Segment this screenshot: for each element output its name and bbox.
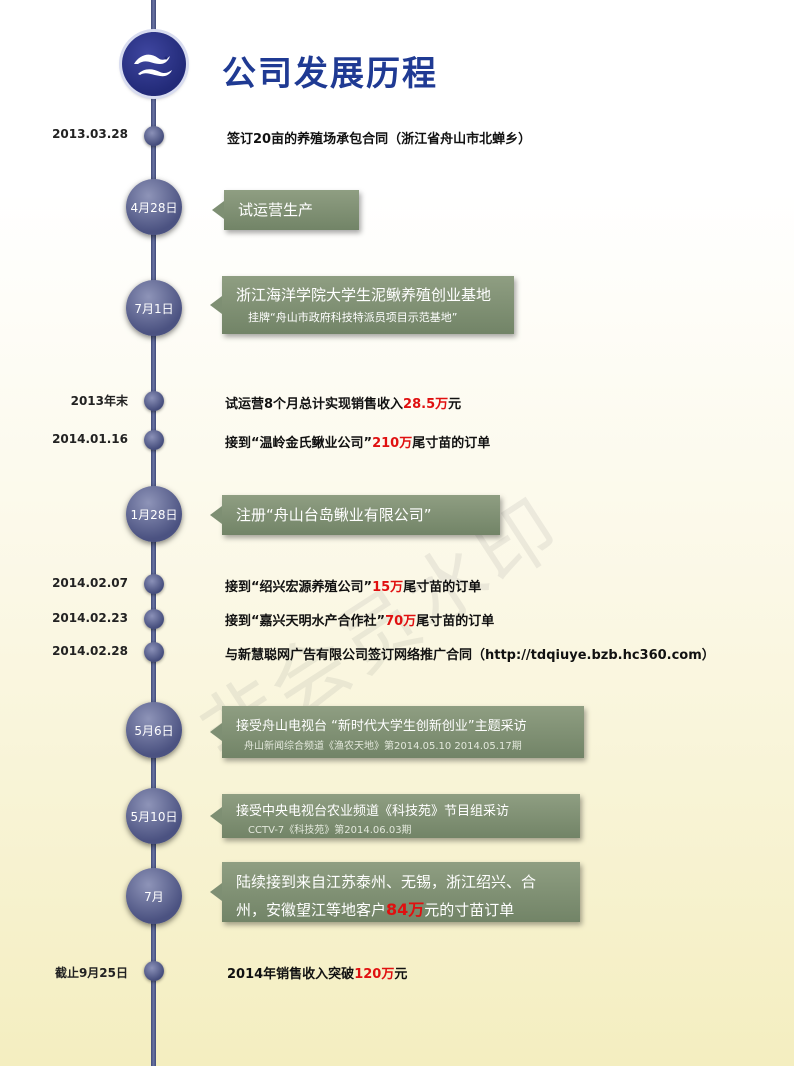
timeline-dot (144, 430, 164, 450)
timeline-dot (144, 642, 164, 662)
milestone-subtext: CCTV-7《科技苑》第2014.06.03期 (248, 825, 412, 836)
milestone-text-line2: 州，安徽望江等地客户84万元的寸苗订单 (236, 900, 515, 919)
event-text: 签订20亩的养殖场承包合同（浙江省舟山市北蝉乡） (227, 132, 532, 147)
milestone-text: 试运营生产 (238, 201, 314, 219)
date-label: 2013.03.28 (52, 127, 128, 141)
timeline-dot (144, 609, 164, 629)
event-text: 2014年销售收入突破120万元 (227, 967, 408, 982)
date-label: 截止9月25日 (54, 966, 128, 980)
timeline-milestone: 5月6日 (126, 702, 182, 758)
milestone-text: 陆续接到来自江苏泰州、无锡，浙江绍兴、合 (236, 873, 537, 891)
event-text: 接到“绍兴宏源养殖公司”15万尾寸苗的订单 (225, 580, 482, 595)
event-text: 接到“嘉兴天明水产合作社”70万尾寸苗的订单 (225, 614, 495, 629)
milestone-box: 注册“舟山台岛鳅业有限公司” (210, 495, 500, 535)
milestone-box: 陆续接到来自江苏泰州、无锡，浙江绍兴、合 州，安徽望江等地客户84万元的寸苗订单 (210, 862, 580, 922)
milestone-box: 试运营生产 (212, 190, 359, 230)
timeline-milestone: 5月10日 (126, 788, 182, 844)
date-label: 2014.01.16 (52, 432, 128, 446)
timeline-milestone: 1月28日 (126, 486, 182, 542)
timeline-dot (144, 961, 164, 981)
fish-logo-icon (122, 32, 186, 96)
milestone-box: 浙江海洋学院大学生泥鳅养殖创业基地 挂牌“舟山市政府科技特派员项目示范基地” (210, 276, 514, 334)
timeline-dot (144, 126, 164, 146)
timeline-milestone: 7月 (126, 868, 182, 924)
timeline-milestone: 7月1日 (126, 280, 182, 336)
milestone-text: 接受舟山电视台 “新时代大学生创新创业”主题采访 (236, 719, 527, 734)
milestone-text: 注册“舟山台岛鳅业有限公司” (236, 506, 432, 524)
milestone-text: 接受中央电视台农业频道《科技苑》节目组采访 (236, 804, 510, 819)
milestone-date: 4月28日 (130, 200, 178, 215)
milestone-date: 5月10日 (130, 809, 178, 824)
event-text: 接到“温岭金氏鳅业公司”210万尾寸苗的订单 (225, 436, 491, 451)
timeline-milestone: 4月28日 (126, 179, 182, 235)
milestone-date: 7月 (144, 889, 164, 904)
date-label: 2014.02.23 (52, 611, 128, 625)
event-text: 试运营8个月总计实现销售收入28.5万元 (225, 397, 462, 412)
milestone-box: 接受中央电视台农业频道《科技苑》节目组采访 CCTV-7《科技苑》第2014.0… (210, 794, 580, 838)
milestone-text: 浙江海洋学院大学生泥鳅养殖创业基地 (236, 286, 492, 304)
date-label: 2014.02.07 (52, 576, 128, 590)
timeline-dot (144, 574, 164, 594)
milestone-box: 接受舟山电视台 “新时代大学生创新创业”主题采访 舟山新闻综合频道《渔农天地》第… (210, 706, 584, 758)
milestone-date: 1月28日 (130, 507, 178, 522)
event-text: 与新慧聪网广告有限公司签订网络推广合同（http://tdqiuye.bzb.h… (225, 648, 715, 663)
milestone-subtext: 舟山新闻综合频道《渔农天地》第2014.05.10 2014.05.17期 (244, 741, 522, 752)
date-label: 2014.02.28 (52, 644, 128, 658)
milestone-date: 7月1日 (134, 301, 174, 316)
page-title: 公司发展历程 (222, 54, 438, 94)
timeline-dot (144, 391, 164, 411)
milestone-date: 5月6日 (134, 723, 174, 738)
milestone-subtext: 挂牌“舟山市政府科技特派员项目示范基地” (248, 311, 458, 324)
date-label: 2013年末 (70, 394, 128, 408)
